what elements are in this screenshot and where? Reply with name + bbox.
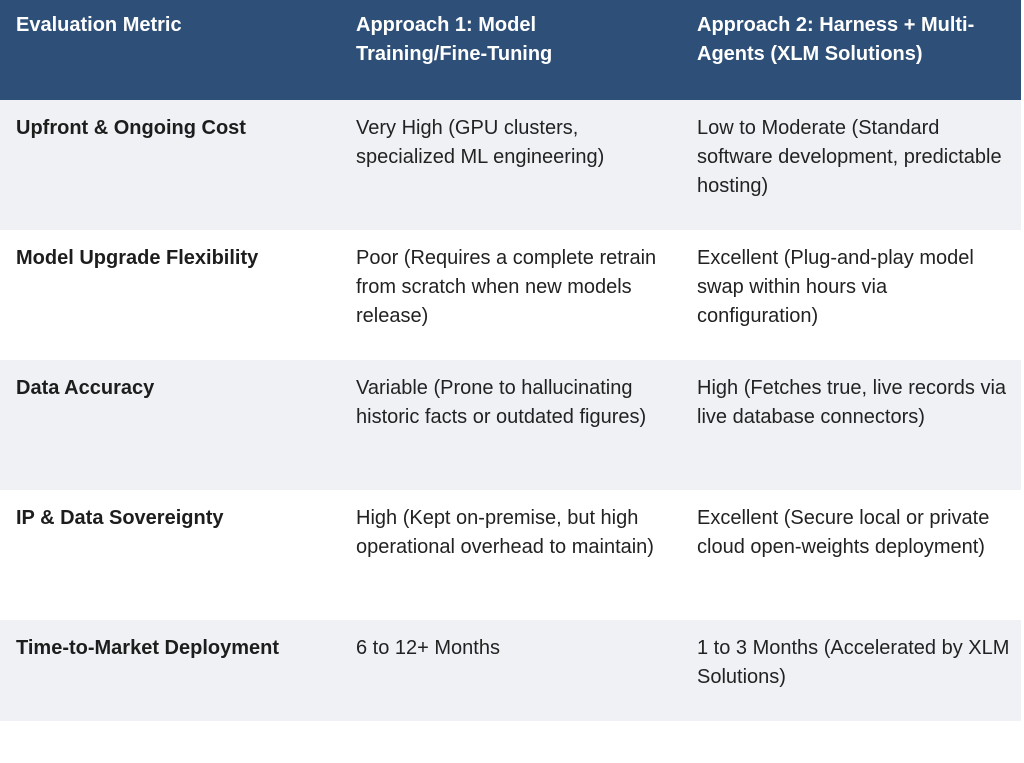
row-approach-1: Poor (Requires a complete retrain from s…	[356, 247, 657, 327]
header-approach-2: Approach 2: Harness + Multi-Agents (XLM …	[697, 14, 975, 65]
row-approach-2: Excellent (Plug-and-play model swap with…	[697, 247, 974, 327]
header-approach-1: Approach 1: Model Training/Fine-Tuning	[356, 14, 553, 65]
row-approach-2: High (Fetches true, live records via liv…	[697, 377, 1007, 428]
row-metric: Data Accuracy	[16, 377, 155, 399]
row-approach-1: 6 to 12+ Months	[356, 637, 500, 659]
table-row: IP & Data Sovereignty High (Kept on-prem…	[0, 490, 1021, 620]
row-approach-2: Low to Moderate (Standard software devel…	[697, 117, 1002, 197]
row-approach-2: 1 to 3 Months (Accelerated by XLM Soluti…	[697, 637, 1010, 688]
row-metric: IP & Data Sovereignty	[16, 507, 224, 529]
table-row: Model Upgrade Flexibility Poor (Requires…	[0, 230, 1021, 360]
table-row: Upfront & Ongoing Cost Very High (GPU cl…	[0, 100, 1021, 230]
comparison-table: Evaluation Metric Approach 1: Model Trai…	[0, 0, 1021, 721]
table-row: Time-to-Market Deployment 6 to 12+ Month…	[0, 620, 1021, 721]
row-approach-1: High (Kept on-premise, but high operatio…	[356, 507, 654, 558]
row-approach-1: Variable (Prone to hallucinating histori…	[356, 377, 647, 428]
row-metric: Model Upgrade Flexibility	[16, 247, 259, 269]
header-evaluation-metric: Evaluation Metric	[16, 14, 182, 36]
row-approach-2: Excellent (Secure local or private cloud…	[697, 507, 990, 558]
row-approach-1: Very High (GPU clusters, specialized ML …	[356, 117, 605, 168]
row-metric: Upfront & Ongoing Cost	[16, 117, 246, 139]
row-metric: Time-to-Market Deployment	[16, 637, 280, 659]
table-header-row: Evaluation Metric Approach 1: Model Trai…	[0, 0, 1021, 100]
table-row: Data Accuracy Variable (Prone to halluci…	[0, 360, 1021, 490]
